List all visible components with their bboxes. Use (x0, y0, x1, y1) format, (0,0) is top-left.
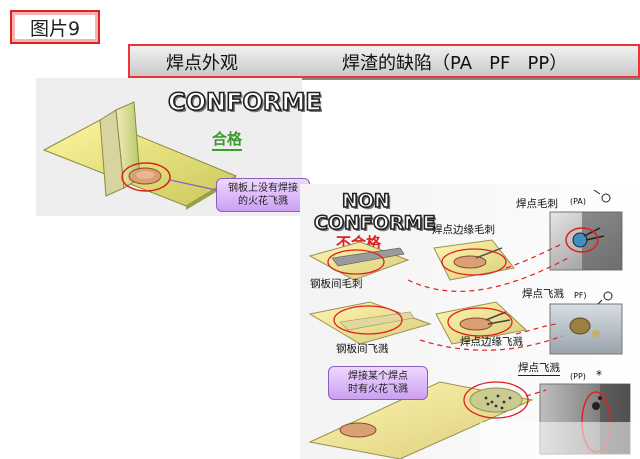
title-bar: 焊点外观 焊渣的缺陷（PA PF PP） (128, 44, 640, 78)
callout-line: 焊接某个焊点 (348, 371, 408, 382)
photo-code-spatter: PF) (574, 291, 587, 300)
photo-title-spatter: 焊点飞溅 (522, 288, 564, 300)
conforme-word-2: CONFORME (313, 211, 436, 235)
title-left: 焊点外观 (166, 53, 238, 74)
callout-line: 时有火花飞溅 (348, 384, 408, 395)
label-edge-burr: 焊点边缘毛刺 (432, 224, 495, 236)
figure-label: 图片9 (10, 10, 100, 44)
photo-title-burr: 焊点毛刺 (516, 198, 558, 210)
title-right: 焊渣的缺陷（PA PF PP） (342, 53, 568, 74)
non-word: NON (341, 189, 391, 213)
callout-line: 的火花飞溅 (238, 196, 288, 207)
photo-code-burr: (PA) (570, 197, 587, 206)
callout-some-spatter: 焊接某个焊点 时有火花飞溅 (328, 366, 428, 400)
label-inter-burr: 钢板间毛刺 (310, 278, 363, 290)
callout-no-spatter: 钢板上没有焊接 的火花飞溅 (216, 178, 310, 212)
label-inter-spatter: 钢板间飞溅 (336, 343, 389, 355)
conforme-word: CONFORME (167, 87, 322, 117)
photo-title-spot: 焊点飞溅 (518, 362, 560, 376)
callout-line: 钢板上没有焊接 (228, 183, 298, 194)
label-edge-spatter: 焊点边缘飞溅 (460, 336, 523, 348)
photo-code-spot: (PP) (570, 372, 586, 381)
photo-mark-spot: * (596, 368, 602, 382)
conforme-sub: 合格 (212, 128, 243, 151)
non-conforming-illustrations (308, 189, 640, 459)
